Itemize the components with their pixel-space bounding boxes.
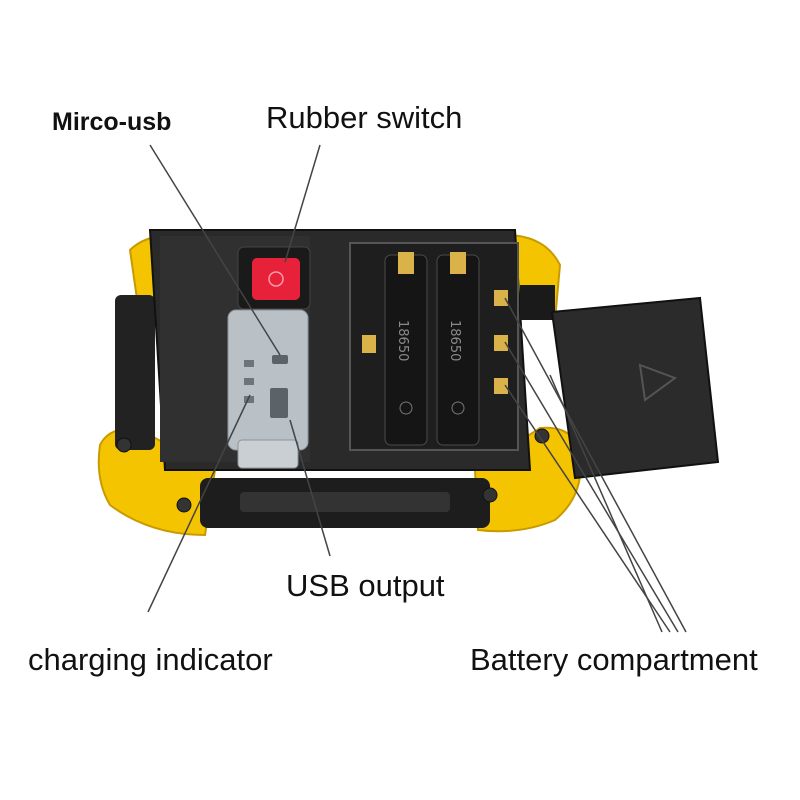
port-panel xyxy=(227,309,309,469)
leader-battery-2 xyxy=(504,341,679,633)
leader-usb-output xyxy=(289,419,331,557)
label-usb-output: USB output xyxy=(286,568,445,603)
leader-micro-usb xyxy=(149,144,281,356)
leader-lines xyxy=(147,144,687,633)
label-charging-indicator: charging indicator xyxy=(28,642,273,677)
label-rubber-switch: Rubber switch xyxy=(266,100,463,135)
arrow-icon xyxy=(638,363,678,402)
battery-compartment: 18650 18650 xyxy=(349,242,519,451)
label-micro-usb: Mirco-usb xyxy=(52,108,172,136)
micro-usb-port xyxy=(272,355,288,364)
power-icon xyxy=(268,271,284,287)
leader-battery-3 xyxy=(504,384,671,633)
charging-indicator-led xyxy=(244,360,254,367)
leader-battery-1 xyxy=(504,297,687,633)
leader-rubber-switch xyxy=(284,144,321,263)
side-panel xyxy=(115,295,155,450)
screw-icon xyxy=(399,401,413,415)
leader-battery-4 xyxy=(549,374,663,633)
label-battery-compartment: Battery compartment xyxy=(470,642,758,677)
cell-marking-right: 18650 xyxy=(447,320,462,361)
leader-charging-indicator xyxy=(147,394,251,613)
rubber-switch xyxy=(237,246,311,310)
battery-cover xyxy=(520,285,720,480)
usb-output-port xyxy=(270,388,288,418)
cell-marking-left: 18650 xyxy=(395,320,410,361)
